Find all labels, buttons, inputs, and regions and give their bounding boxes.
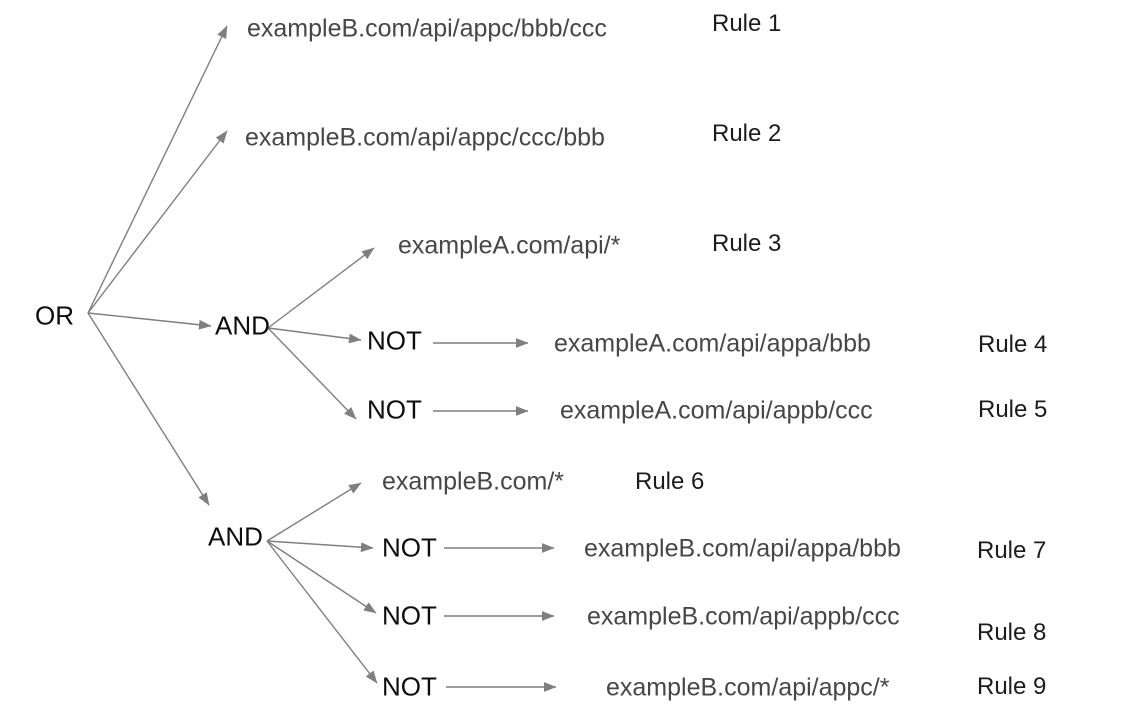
arrow-or-to-rule1 <box>87 25 228 314</box>
arrow-or-to-and2 <box>87 312 210 506</box>
and-node-2: AND <box>208 521 263 552</box>
url-pattern-rule6: exampleB.com/* <box>382 467 565 496</box>
url-pattern-rule3: exampleA.com/api/* <box>398 231 621 260</box>
or-node: OR <box>35 300 74 331</box>
arrow-and2-to-not9 <box>266 540 378 684</box>
url-pattern-rule4: exampleA.com/api/appa/bbb <box>554 329 871 358</box>
url-pattern-rule5: exampleA.com/api/appb/ccc <box>560 396 873 425</box>
rule-label-3: Rule 3 <box>712 229 782 257</box>
rule-label-8: Rule 8 <box>977 618 1047 646</box>
arrow-and1-to-rule3 <box>267 247 375 329</box>
and-node-1: AND <box>215 310 270 341</box>
not-node-rule4: NOT <box>367 325 422 356</box>
url-pattern-rule1: exampleB.com/api/appc/bbb/ccc <box>247 14 607 43</box>
rule-label-9: Rule 9 <box>977 672 1047 700</box>
not-node-rule7: NOT <box>382 532 437 563</box>
arrow-or-to-and1 <box>87 312 212 330</box>
rule-label-5: Rule 5 <box>978 395 1048 423</box>
not-node-rule9: NOT <box>382 671 437 702</box>
url-pattern-rule8: exampleB.com/api/appb/ccc <box>587 602 900 631</box>
url-pattern-rule2: exampleB.com/api/appc/ccc/bbb <box>245 123 605 152</box>
arrow-and2-to-not7 <box>266 540 374 553</box>
arrow-and1-to-not5 <box>267 327 357 420</box>
rule-label-2: Rule 2 <box>712 119 782 147</box>
rule-label-4: Rule 4 <box>978 330 1048 358</box>
rule-label-1: Rule 1 <box>712 9 782 37</box>
not-node-rule8: NOT <box>382 600 437 631</box>
rule-label-6: Rule 6 <box>635 467 705 495</box>
arrow-and1-to-not4 <box>267 327 362 344</box>
url-pattern-rule7: exampleB.com/api/appa/bbb <box>584 534 901 563</box>
url-pattern-rule9: exampleB.com/api/appc/* <box>606 673 890 702</box>
rule-label-7: Rule 7 <box>977 536 1047 564</box>
arrow-and2-to-not8 <box>266 540 377 614</box>
arrow-or-to-rule2 <box>87 130 228 314</box>
arrow-and2-to-rule6 <box>266 482 362 542</box>
not-node-rule5: NOT <box>367 394 422 425</box>
